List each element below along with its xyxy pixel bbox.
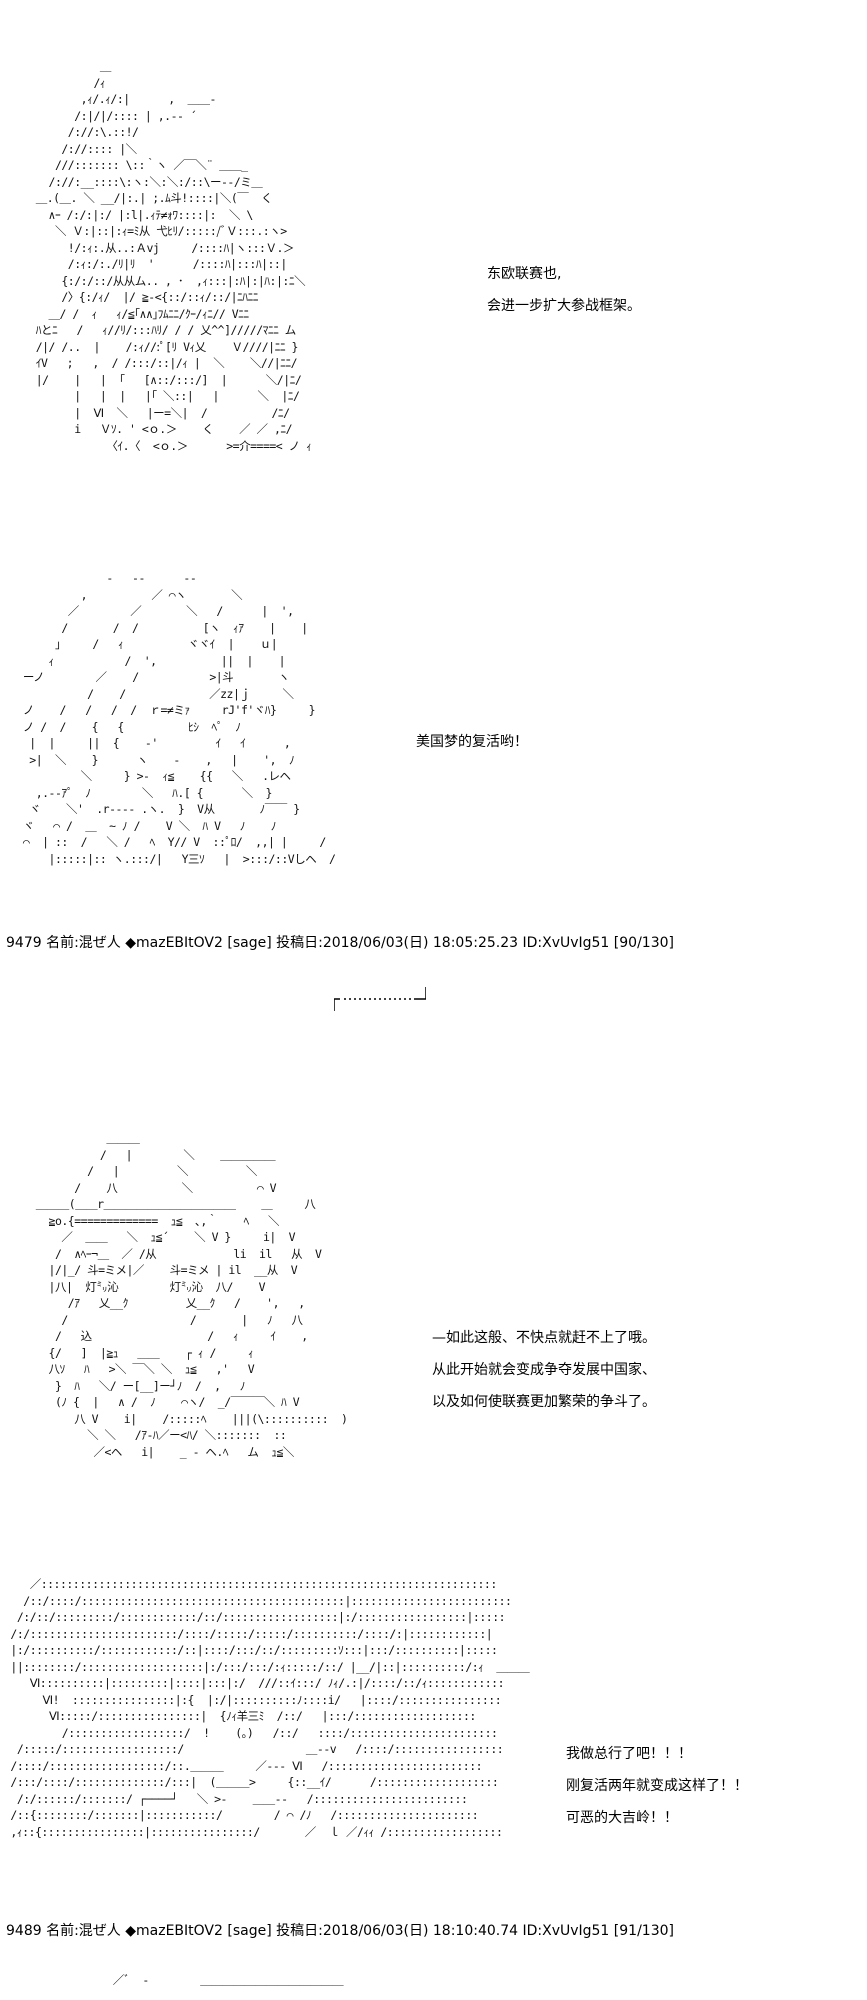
ascii-art-panel-1: ＿ /ｨ ,ｨ/.ｨ/:| , ＿＿- /:|/|/:::: | ,.-‐ ´ … — [35, 59, 312, 453]
dialog-panel-4: 我做总行了吧！！！ 刚复活两年就变成这样了！！ 可恶的大吉岭！！ — [566, 1738, 748, 1834]
ascii-art-footer: ／ﾞ ‐ ＿＿＿＿＿＿＿＿＿＿＿＿＿ — [10, 1973, 344, 1987]
dialog-line: 从此开始就会变成争夺发展中国家、 — [432, 1362, 656, 1378]
dialog-panel-3: —如此这般、不快点就赶不上了哦。 从此开始就会变成争夺发展中国家、 以及如何使联… — [432, 1322, 656, 1418]
bracket-line-icon — [334, 987, 426, 1011]
dialog-line: 我做总行了吧！！！ — [566, 1746, 692, 1762]
dialog-line: 美国梦的复活哟！ — [416, 734, 528, 750]
ascii-art-panel-3: ＿＿＿ / | ＼ ＿＿＿＿＿ / | ＼ ＼ / 八 ＼ ⌒ V ＿＿＿(＿＿… — [35, 1131, 348, 1459]
ascii-art-panel-2: - -- -- , ／ ⌒ヽ ＼ ／ ／ ＼ / | ', / / / [ヽ ｨ… — [22, 571, 336, 866]
dialog-panel-2: 美国梦的复活哟！ — [416, 726, 528, 758]
dialog-panel-1: 东欧联赛也, 会进一步扩大参战框架。 — [487, 258, 641, 322]
dialog-line: 以及如何使联赛更加繁荣的争斗了。 — [432, 1394, 656, 1410]
post-header: 9479 名前:混ぜ人 ◆mazEBItOV2 [sage] 投稿日:2018/… — [6, 935, 674, 951]
dialog-line: 东欧联赛也, — [487, 266, 562, 282]
dialog-line: —如此这般、不快点就赶不上了哦。 — [432, 1330, 656, 1346]
dialog-line: 刚复活两年就变成这样了！！ — [566, 1778, 748, 1794]
ascii-art-panel-4: ／:::::::::::::::::::::::::::::::::::::::… — [10, 1577, 530, 1839]
dialog-line: 可恶的大吉岭！！ — [566, 1810, 678, 1826]
post-header: 9489 名前:混ぜ人 ◆mazEBItOV2 [sage] 投稿日:2018/… — [6, 1923, 674, 1939]
dialog-line: 会进一步扩大参战框架。 — [487, 298, 641, 314]
